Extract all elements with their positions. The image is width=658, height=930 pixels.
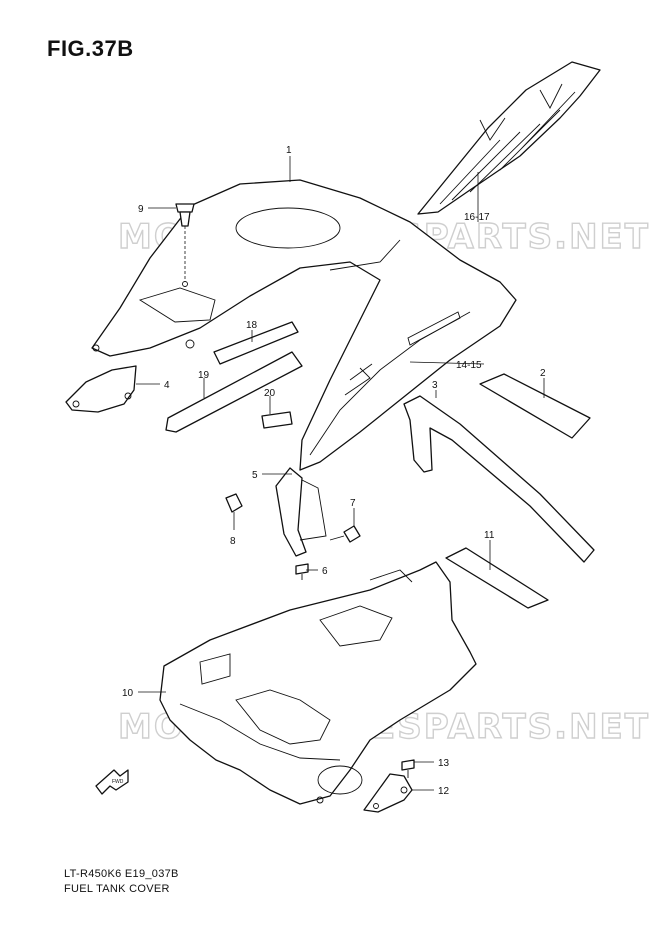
part-pad-20[interactable] [261,411,293,429]
callout-12: 12 [438,786,450,797]
part-bracket-12[interactable] [363,773,413,813]
callout-16-17: 16-17 [464,212,490,223]
part-strip-11[interactable] [445,547,549,609]
part-screw-13[interactable] [401,759,415,778]
callout-9: 9 [138,204,144,215]
part-clip-8[interactable] [225,493,243,513]
fwd-label: FWD [112,779,124,785]
callout-1: 1 [286,145,292,156]
callout-2: 2 [540,368,546,379]
part-screw-7[interactable] [329,525,361,543]
callout-5: 5 [252,470,258,481]
part-fuel-tank-cover-1[interactable] [91,179,517,471]
part-tray-10[interactable] [159,561,477,805]
part-bracket-5[interactable] [275,467,327,557]
callout-3: 3 [432,380,438,391]
part-strip-18[interactable] [213,321,299,365]
leader-lines [136,156,545,791]
callout-7: 7 [350,498,356,509]
model-code: LT-R450K6 E19_037B [64,868,179,880]
callout-20: 20 [264,388,276,399]
callout-18: 18 [246,320,258,331]
callout-19: 19 [198,370,210,381]
figure-title: FIG.37B [47,36,134,61]
callout-6: 6 [322,566,328,577]
part-fastener-9[interactable] [175,203,195,287]
callout-4: 4 [164,380,170,391]
part-bracket-4[interactable] [65,365,137,413]
fwd-arrow-icon: FWD [95,769,129,795]
part-strip-2[interactable] [479,373,591,439]
part-strip-19[interactable] [165,351,303,433]
part-rail-3[interactable] [403,395,595,563]
part-screw-6[interactable] [295,563,309,580]
callout-13: 13 [438,758,450,769]
part-decal-16-17[interactable] [417,61,601,215]
callout-8: 8 [230,536,236,547]
callout-10: 10 [122,688,134,699]
callout-14-15: 14-15 [456,360,482,371]
figure-caption: FUEL TANK COVER [64,883,170,895]
callout-11: 11 [484,530,495,541]
